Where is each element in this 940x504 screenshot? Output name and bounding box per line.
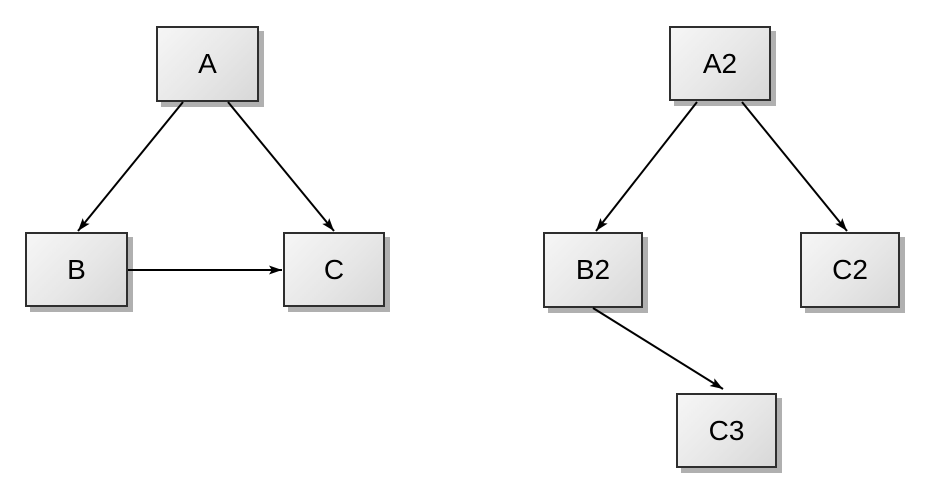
node-C3-label: C3 [708, 414, 745, 446]
node-A2: A2 [669, 26, 771, 101]
node-C3: C3 [676, 393, 777, 468]
node-C2: C2 [800, 232, 900, 308]
node-B-label: B [67, 253, 86, 285]
edge-A-C [227, 101, 335, 232]
edge-B2-C3 [592, 307, 724, 390]
edge-A-B [77, 101, 184, 232]
node-B2-label: B2 [575, 254, 611, 285]
node-C: C [283, 232, 385, 307]
node-A: A [156, 26, 259, 102]
node-C-label: C [323, 253, 345, 285]
node-C2-label: C2 [832, 254, 868, 285]
node-B2: B2 [543, 232, 643, 308]
node-B: B [25, 232, 128, 307]
node-A-label: A [198, 48, 217, 79]
node-A2-label: A2 [702, 47, 738, 79]
edge-A2-B2 [595, 101, 698, 232]
edge-A2-C2 [741, 101, 848, 232]
